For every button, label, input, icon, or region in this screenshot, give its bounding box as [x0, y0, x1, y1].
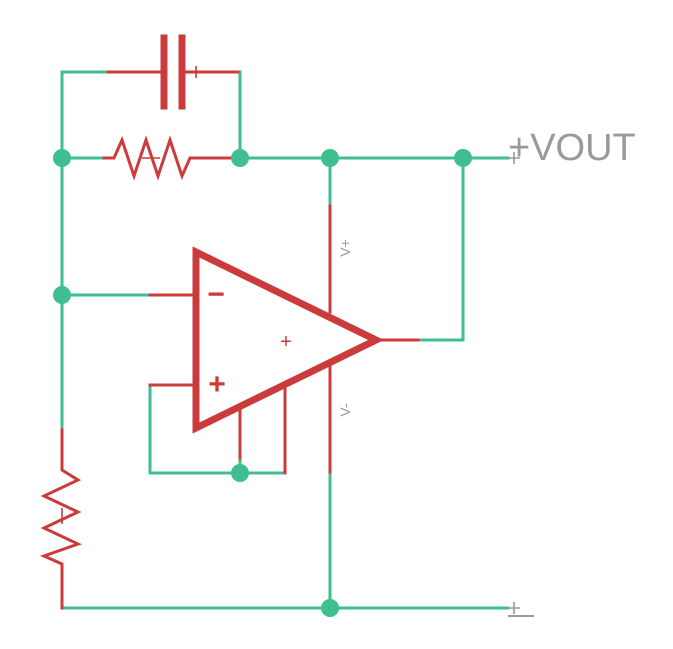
wire-cap-left	[60, 70, 110, 160]
junction-dot	[321, 149, 339, 167]
inv-pin-symbol: −	[207, 278, 225, 311]
vpos-label: V+	[337, 239, 353, 257]
junction-dot	[454, 149, 472, 167]
wire-output	[416, 156, 465, 342]
cap-polarity-icon	[190, 66, 202, 78]
junction-dot	[53, 286, 71, 304]
junctions	[53, 149, 472, 617]
junction-dot	[231, 464, 249, 482]
ground-resistor[interactable]	[39, 428, 82, 610]
vout-label: +VOUT	[508, 127, 636, 169]
vout-terminal[interactable]: +VOUT	[508, 127, 636, 169]
feedback-resistor[interactable]	[102, 135, 240, 181]
op-amp-body	[192, 246, 384, 434]
junction-dot	[231, 149, 249, 167]
ground-terminal[interactable]	[508, 602, 534, 617]
vneg-label: V-	[337, 403, 353, 417]
junction-dot	[53, 149, 71, 167]
op-amp[interactable]: − + +	[148, 204, 420, 475]
feedback-capacitor[interactable]	[106, 34, 240, 110]
wire-cap-right	[216, 70, 242, 160]
noninv-pin-symbol: +	[208, 368, 226, 401]
junction-dot	[321, 599, 339, 617]
op-amp-center-mark: +	[280, 331, 292, 353]
